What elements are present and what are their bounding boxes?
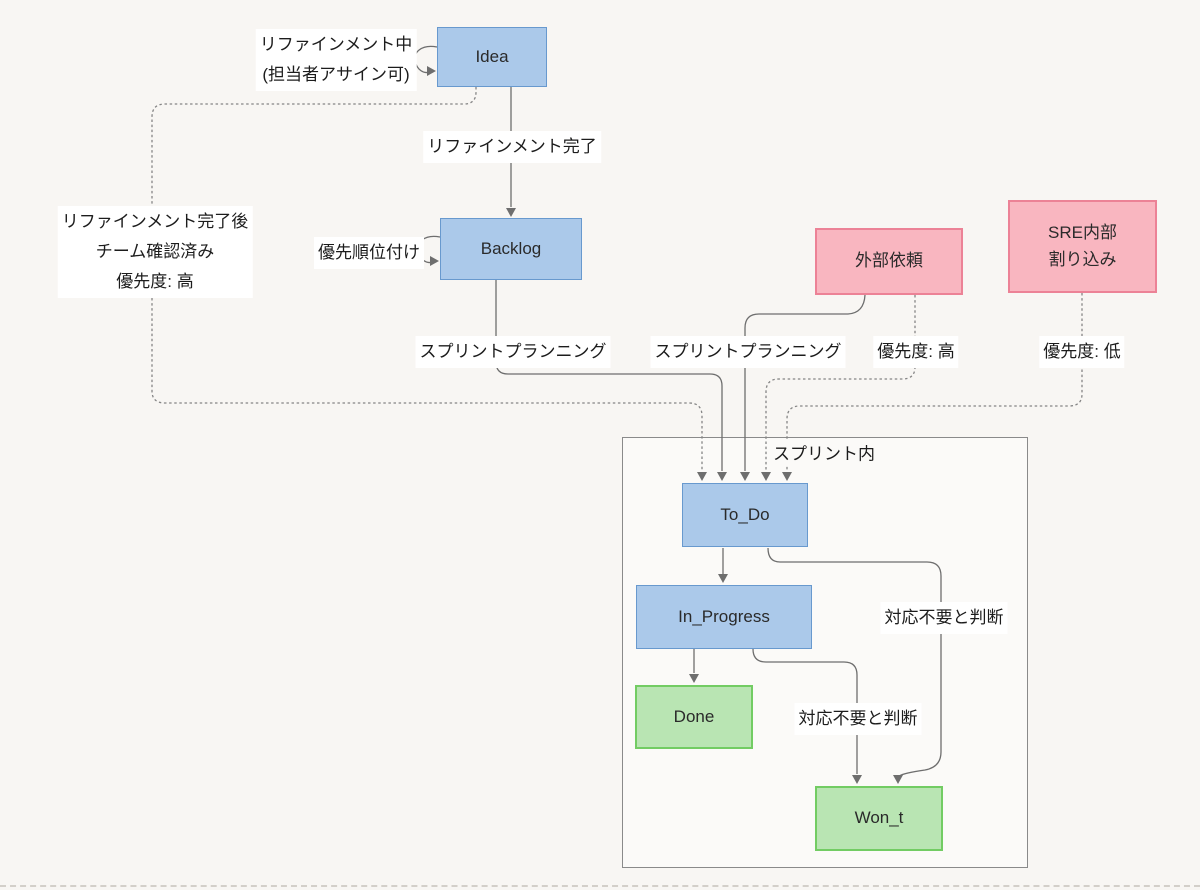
node-todo: To_Do (682, 483, 808, 547)
edge-label-sprint-planning-2: スプリントプランニング (650, 336, 846, 368)
arrowhead-done (689, 674, 699, 683)
edge-backlog-to-todo (495, 280, 723, 471)
edge-inprogress-to-wont (752, 648, 858, 774)
edge-label-refining-line1: リファインメント中 (259, 35, 413, 54)
edge-label-after-refinement-line3: 優先度: 高 (116, 272, 194, 291)
node-done: Done (635, 685, 753, 749)
node-idea: Idea (437, 27, 547, 87)
arrowhead-todo-4 (761, 472, 771, 481)
arrowhead-wont-left (852, 775, 862, 784)
edge-label-after-refinement-line1: リファインメント完了後 (61, 212, 249, 231)
edge-label-after-refinement-line2: チーム確認済み (95, 242, 215, 261)
node-in-progress-label: In_Progress (678, 606, 770, 626)
arrowhead-todo-5 (782, 472, 792, 481)
edge-external-to-todo-solid (744, 294, 866, 471)
arrowhead-wont-right (893, 775, 903, 784)
edge-idea-self-loop (414, 45, 438, 74)
edge-label-no-action-2: 対応不要と判断 (794, 703, 922, 735)
arrowhead-todo-1 (697, 472, 707, 481)
node-idea-label: Idea (475, 46, 509, 66)
node-sre-interrupt-label-line2: 割り込み (1048, 249, 1117, 269)
edge-label-refinement-complete: リファインメント完了 (423, 131, 601, 163)
edge-label-after-refinement: リファインメント完了後 チーム確認済み 優先度: 高 (57, 206, 253, 298)
arrowhead-idea-loop (427, 66, 436, 76)
node-in-progress: In_Progress (636, 585, 812, 649)
edge-todo-to-wont (767, 547, 942, 777)
edge-label-sprint-planning-1: スプリントプランニング (415, 336, 611, 368)
arrowhead-todo-2 (717, 472, 727, 481)
edge-label-refining-line2: (担当者アサイン可) (262, 65, 410, 84)
node-external-request: 外部依頼 (815, 228, 963, 295)
node-backlog-label: Backlog (480, 238, 542, 258)
arrowhead-inprogress (718, 574, 728, 583)
node-backlog: Backlog (440, 218, 582, 280)
edge-external-to-todo-dotted (765, 295, 916, 471)
edge-label-priority-low: 優先度: 低 (1039, 336, 1125, 368)
edge-label-prioritization: 優先順位付け (314, 237, 424, 269)
arrowhead-backlog-loop (430, 256, 439, 266)
node-sre-interrupt: SRE内部 割り込み (1008, 200, 1157, 293)
edge-label-no-action-1: 対応不要と判断 (880, 602, 1008, 634)
node-todo-label: To_Do (720, 504, 770, 524)
edge-label-priority-high: 優先度: 高 (873, 336, 959, 368)
node-wont-label: Won_t (854, 808, 904, 828)
edge-sre-to-todo-dotted (786, 293, 1083, 471)
node-external-request-label: 外部依頼 (855, 251, 923, 271)
node-done-label: Done (673, 706, 715, 726)
edge-label-refining: リファインメント中 (担当者アサイン可) (255, 29, 417, 91)
node-sre-interrupt-label-line1: SRE内部 (1048, 223, 1117, 243)
arrowhead-backlog (506, 208, 516, 217)
arrowhead-todo-3 (740, 472, 750, 481)
bottom-dashed-divider (0, 885, 1200, 887)
node-wont: Won_t (815, 786, 943, 851)
sprint-cluster-title: スプリント内 (770, 439, 878, 465)
